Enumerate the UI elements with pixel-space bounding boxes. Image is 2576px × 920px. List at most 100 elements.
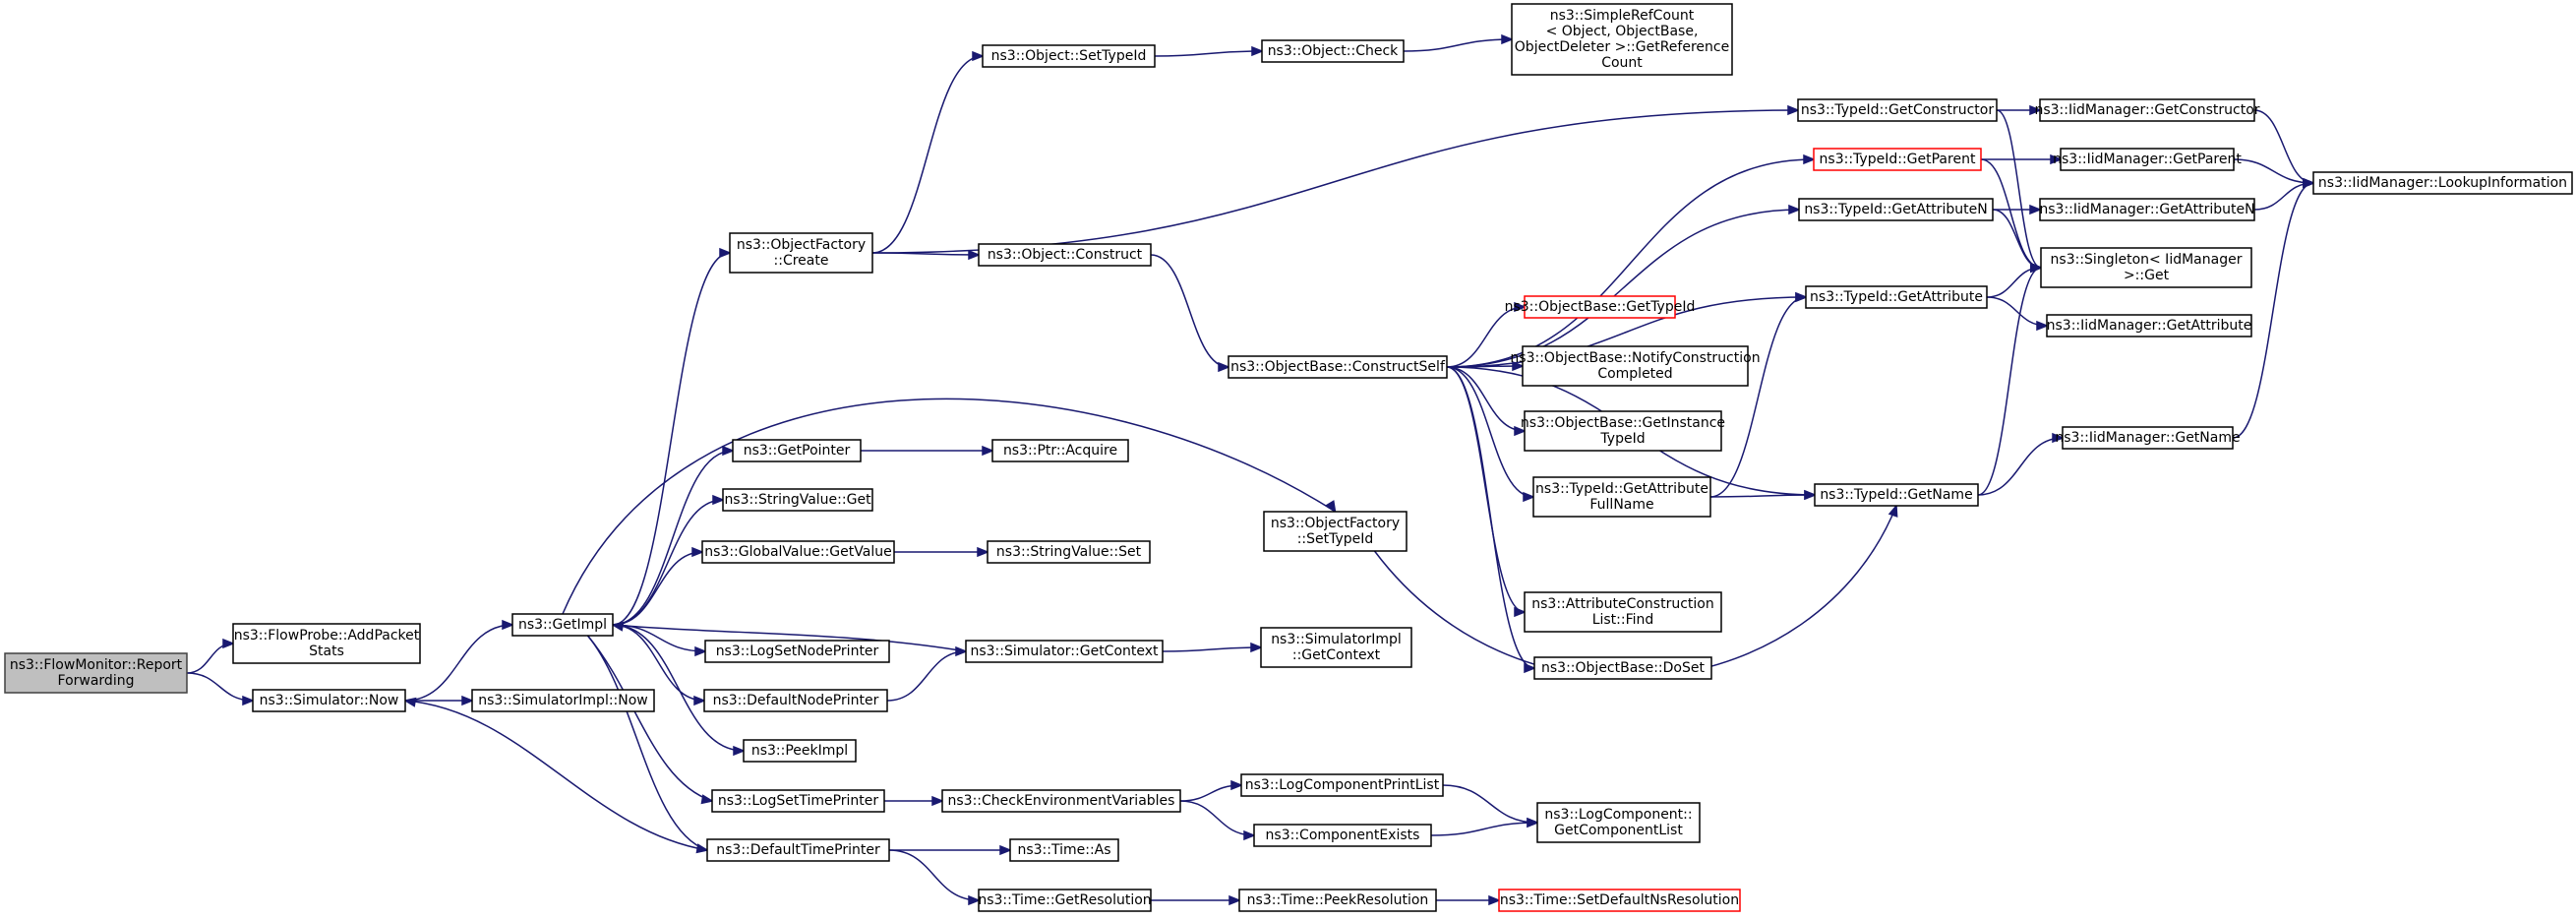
- graph-node-n43[interactable]: ns3::IidManager::GetConstructor: [2034, 98, 2260, 122]
- graph-node-n27[interactable]: ns3::ComponentExists: [1253, 824, 1432, 847]
- graph-node-n37[interactable]: ns3::Time::SetDefaultNsResolution: [1498, 889, 1741, 912]
- node-label: ns3::DefaultNodePrinter: [713, 693, 879, 708]
- graph-node-n29[interactable]: ns3::SimpleRefCount< Object, ObjectBase,…: [1511, 3, 1733, 76]
- node-label: ns3::GetPointer: [744, 443, 851, 459]
- edge-arrowhead: [1514, 606, 1528, 618]
- edge-arrowhead: [1524, 662, 1537, 674]
- graph-node-n9[interactable]: ns3::LogSetNodePrinter: [704, 640, 890, 663]
- edge-arrowhead: [461, 695, 475, 706]
- graph-node-n42[interactable]: ns3::TypeId::GetName: [1814, 483, 1979, 507]
- edge-arrowhead: [999, 844, 1013, 856]
- node-box: [1009, 838, 1119, 862]
- graph-node-n5[interactable]: ns3::ObjectFactory::Create: [729, 232, 873, 274]
- node-label: ns3::Time::As: [1017, 842, 1110, 858]
- graph-node-n24[interactable]: ns3::ObjectFactory::SetTypeId: [1263, 511, 1408, 552]
- edge-arrowhead: [1512, 360, 1526, 372]
- node-label: ns3::LogSetTimePrinter: [718, 793, 879, 809]
- graph-node-n45[interactable]: ns3::IidManager::GetAttributeN: [2039, 198, 2255, 221]
- graph-node-n23[interactable]: ns3::ObjectBase::ConstructSelf: [1228, 355, 1448, 379]
- graph-node-n30[interactable]: ns3::ObjectBase::GetTypeId: [1505, 295, 1696, 319]
- edge-arrowhead: [611, 621, 625, 632]
- graph-node-n41[interactable]: ns3::TypeId::GetAttribute: [1805, 285, 1988, 309]
- graph-node-n13[interactable]: ns3::DefaultTimePrinter: [706, 838, 890, 862]
- edge-arrowhead: [1228, 894, 1242, 906]
- graph-node-n2[interactable]: ns3::Simulator::Now: [252, 689, 406, 712]
- graph-node-n28[interactable]: ns3::Time::PeekResolution: [1238, 889, 1437, 912]
- node-label: ns3::Object::SetTypeId: [991, 48, 1147, 64]
- edge-n23-n39: [1446, 153, 1817, 368]
- node-box: [1533, 656, 1712, 680]
- node-box: [1498, 889, 1741, 912]
- node-box: [1511, 3, 1733, 76]
- edge-n14-n22: [1154, 45, 1265, 57]
- node-label: ns3::Simulator::GetContext: [970, 644, 1159, 659]
- edge-arrowhead: [733, 745, 747, 757]
- graph-node-n3[interactable]: ns3::GetImpl: [511, 613, 614, 637]
- node-label: ns3::SimulatorImpl::Now: [478, 693, 648, 708]
- graph-node-n31[interactable]: ns3::ObjectBase::NotifyConstructionCompl…: [1510, 345, 1761, 387]
- node-box: [1263, 511, 1408, 552]
- node-label: ns3::TypeId::GetName: [1820, 487, 1972, 503]
- graph-node-n8[interactable]: ns3::GlobalValue::GetValue: [701, 540, 895, 564]
- edge-n23-n33: [1446, 366, 1536, 503]
- graph-node-n4[interactable]: ns3::SimulatorImpl::Now: [471, 689, 655, 712]
- graph-node-n39[interactable]: ns3::TypeId::GetParent: [1813, 148, 1982, 171]
- graph-node-n22[interactable]: ns3::Object::Check: [1261, 39, 1405, 63]
- node-label: GetComponentList: [1554, 823, 1683, 838]
- graph-node-n12[interactable]: ns3::LogSetTimePrinter: [711, 789, 885, 813]
- edge-n19-n26: [1179, 779, 1244, 802]
- graph-node-n21[interactable]: ns3::Time::GetResolution: [978, 889, 1152, 912]
- graph-node-n44[interactable]: ns3::IidManager::GetParent: [2053, 148, 2242, 171]
- node-box: [1536, 802, 1701, 843]
- edge-arrowhead: [1243, 829, 1257, 841]
- edge-n23-n30: [1446, 301, 1528, 368]
- graph-node-n16[interactable]: ns3::Ptr::Acquire: [991, 439, 1129, 462]
- graph-node-n7[interactable]: ns3::StringValue::Get: [722, 488, 873, 512]
- graph-node-n26[interactable]: ns3::LogComponentPrintList: [1240, 773, 1444, 797]
- edge-arrowhead: [1514, 425, 1528, 437]
- graph-node-n20[interactable]: ns3::Time::As: [1009, 838, 1119, 862]
- graph-node-n17[interactable]: ns3::StringValue::Set: [987, 540, 1151, 564]
- node-label: ns3::ObjectBase::GetTypeId: [1505, 299, 1696, 315]
- graph-node-n10[interactable]: ns3::DefaultNodePrinter: [703, 689, 888, 712]
- graph-node-n25[interactable]: ns3::SimulatorImpl::GetContext: [1260, 627, 1412, 668]
- graph-node-n40[interactable]: ns3::TypeId::GetAttributeN: [1798, 198, 1994, 221]
- graph-node-n49[interactable]: ns3::IidManager::LookupInformation: [2312, 171, 2573, 195]
- graph-node-n14[interactable]: ns3::Object::SetTypeId: [982, 44, 1156, 68]
- node-box: [1524, 591, 1722, 633]
- graph-node-n15[interactable]: ns3::Object::Construct: [978, 243, 1152, 267]
- graph-node-n48[interactable]: ns3::IidManager::GetName: [2055, 426, 2241, 450]
- node-label: ns3::IidManager::GetConstructor: [2034, 102, 2259, 118]
- node-label: ns3::Ptr::Acquire: [1003, 443, 1117, 459]
- edge-n23-n40: [1446, 204, 1802, 368]
- edge-arrowhead: [242, 695, 256, 706]
- graph-node-n46[interactable]: ns3::Singleton< IidManager >::Get: [2040, 247, 2252, 288]
- graph-node-n35[interactable]: ns3::ObjectBase::DoSet: [1533, 656, 1712, 680]
- node-box: [232, 623, 421, 664]
- edge-n13-n2: [403, 697, 708, 851]
- node-box: [2060, 148, 2235, 171]
- graph-node-n18[interactable]: ns3::Simulator::GetContext: [965, 640, 1164, 663]
- edge-n18-n3: [611, 621, 967, 652]
- edge-arrowhead: [222, 638, 236, 649]
- edge-arrowhead: [2036, 320, 2050, 332]
- node-label: ns3::IidManager::GetName: [2055, 430, 2240, 446]
- graph-node-n47[interactable]: ns3::IidManager::GetAttribute: [2046, 314, 2252, 337]
- graph-node-n36[interactable]: ns3::LogComponent::GetComponentList: [1536, 802, 1701, 843]
- node-label: ns3::SimpleRefCount: [1550, 8, 1695, 24]
- node-box: [2312, 171, 2573, 195]
- graph-node-n6[interactable]: ns3::GetPointer: [732, 439, 862, 462]
- node-box: [2039, 198, 2255, 221]
- graph-node-n38[interactable]: ns3::TypeId::GetConstructor: [1797, 98, 1998, 122]
- edge-n3-n24: [562, 398, 1337, 615]
- graph-node-n19[interactable]: ns3::CheckEnvironmentVariables: [941, 789, 1181, 813]
- graph-node-n11[interactable]: ns3::PeekImpl: [743, 739, 857, 763]
- edge-arrowhead: [1887, 504, 1898, 518]
- edge-n39-n44: [1981, 153, 2064, 165]
- edge-n41-n47: [1986, 296, 2050, 332]
